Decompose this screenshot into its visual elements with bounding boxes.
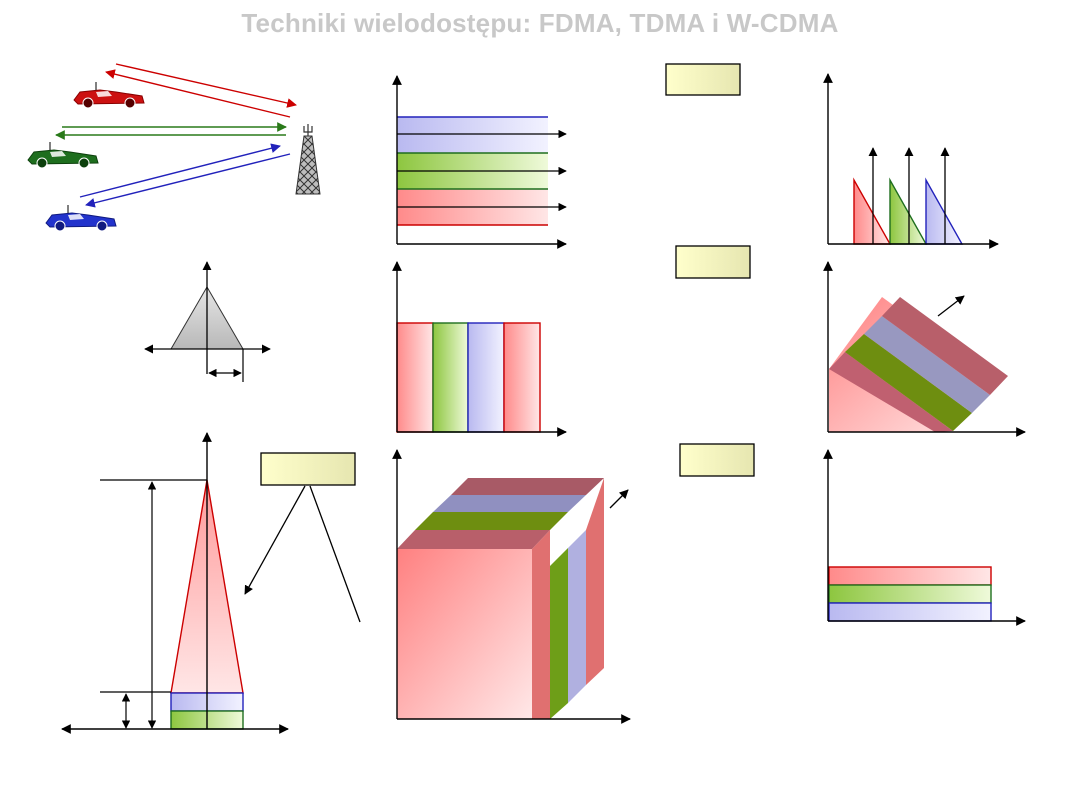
car-icon-blue (45, 205, 117, 232)
tdma-time-frequency-diagram (823, 261, 1026, 437)
tdma-label-box (675, 245, 751, 279)
fdma-diagram (392, 75, 567, 249)
link-arrows (55, 63, 297, 208)
cdma-label-box (679, 443, 755, 477)
narrowband-spectrum-diagram (144, 261, 271, 382)
wcdma-cube-diagram (392, 449, 631, 724)
spectrum-label-box (260, 452, 356, 486)
fdma-label-box (665, 63, 741, 96)
page-title: Techniki wielodostępu: FDMA, TDMA i W-CD… (241, 8, 839, 38)
car-icon-red (73, 82, 145, 109)
base-station-tower-icon (295, 124, 321, 195)
car-icon-green (27, 142, 99, 169)
fdma-spectrum-diagram (823, 73, 999, 249)
wcdma-bands-diagram (823, 449, 1026, 626)
wcdma-spectrum-diagram (61, 432, 361, 734)
tdma-diagram (392, 261, 567, 437)
